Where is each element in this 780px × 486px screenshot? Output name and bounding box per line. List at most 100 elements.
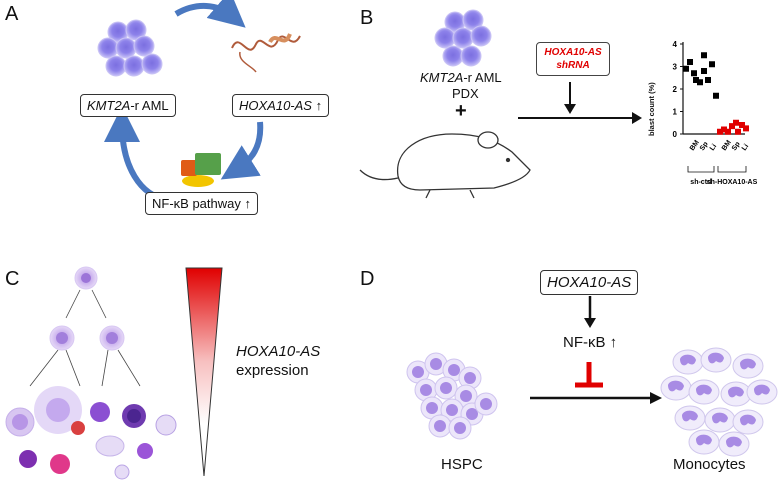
expression-gradient-wedge — [185, 267, 223, 477]
up-arrow-icon: ↑ — [315, 98, 323, 113]
monocyte-nucleus — [696, 434, 712, 446]
data-point — [721, 126, 727, 133]
up-arrow-icon: ↑ — [244, 196, 252, 211]
data-point — [701, 52, 707, 59]
data-point — [729, 123, 735, 130]
shrna-box: HOXA10-AS shRNA — [536, 42, 610, 76]
pdx-aml-suffix: -r AML — [463, 70, 502, 85]
arrow-hoxa-to-nfkb — [220, 121, 264, 180]
hspc-nucleus — [460, 390, 472, 402]
hspc-nucleus — [454, 422, 466, 434]
hspc-nucleus — [434, 420, 446, 432]
nfkb-complex-icon — [181, 153, 221, 187]
nfkb-label-d: NF-κB ↑ — [563, 334, 617, 351]
panel-a-label: A — [5, 3, 19, 25]
monocyte-nucleus — [728, 386, 744, 398]
aml-box: KMT2A-r AML — [80, 94, 176, 117]
hspc-nucleus — [426, 402, 438, 414]
panel-d-label: D — [360, 268, 375, 290]
hspc-nucleus — [420, 384, 432, 396]
x-tick-label: Sp — [699, 141, 710, 152]
monocyte-nucleus — [708, 352, 724, 364]
data-point — [705, 77, 711, 83]
hspc-nucleus — [448, 364, 460, 376]
nfkb-box-label: NF-κB pathway — [152, 196, 241, 211]
nfkb-box: NF-κB pathway ↑ — [145, 192, 258, 215]
up-arrow-icon: ↑ — [609, 334, 618, 351]
y-tick-label: 1 — [673, 108, 678, 117]
monocyte-cluster — [660, 347, 778, 457]
data-point — [743, 125, 749, 132]
monocyte-nucleus — [740, 414, 756, 426]
panel-a-graphics — [97, 0, 301, 203]
monocyte-nucleus — [712, 412, 728, 424]
panel-b-label: B — [360, 7, 374, 29]
data-point — [709, 61, 715, 68]
data-point — [735, 128, 741, 135]
y-tick-label: 3 — [673, 63, 678, 72]
monocyte-nucleus — [696, 384, 712, 396]
group-label: sh-HOXA10-AS — [707, 179, 758, 186]
hspc-nucleus — [464, 372, 476, 384]
data-point — [739, 122, 745, 128]
aml-box-gene: KMT2A — [87, 98, 131, 113]
data-point — [691, 70, 697, 77]
pdx-cell-cluster — [434, 9, 492, 67]
data-point — [683, 65, 689, 72]
monocyte-nucleus — [740, 358, 756, 370]
group-bracket — [717, 166, 747, 173]
x-tick-label: Li — [709, 143, 718, 152]
monocyte-nucleus — [668, 380, 684, 392]
hspc-label: HSPC — [441, 456, 483, 473]
data-point — [713, 92, 719, 99]
hspc-nucleus — [466, 408, 478, 420]
aml-box-suffix: -r AML — [130, 98, 169, 113]
panel-c-label: C — [5, 268, 20, 290]
monocyte-nucleus — [680, 354, 696, 366]
hspc-nucleus — [412, 366, 424, 378]
mouse-icon — [359, 131, 531, 199]
y-tick-label: 2 — [673, 85, 678, 94]
expression-word-label: expression — [236, 362, 309, 379]
hoxa-box-d: HOXA10-AS — [540, 270, 639, 295]
hspc-cluster — [406, 352, 498, 440]
panel-b-graphics — [359, 9, 642, 199]
hoxa-box-label: HOXA10-AS — [239, 98, 312, 113]
monocytes-label: Monocytes — [673, 456, 746, 473]
pdx-aml-gene: KMT2A — [420, 70, 464, 85]
shrna-line1: HOXA10-AS — [544, 47, 602, 58]
hspc-nucleus — [440, 382, 452, 394]
monocyte-nucleus — [682, 410, 698, 422]
hspc-nucleus — [430, 358, 442, 370]
shrna-line2: shRNA — [556, 60, 590, 71]
data-point — [693, 77, 699, 83]
data-point — [733, 119, 739, 126]
data-point — [687, 59, 693, 65]
data-point — [701, 68, 707, 74]
x-tick-label: Li — [741, 143, 750, 152]
monocyte-nucleus — [726, 436, 742, 448]
pdx-aml-label: KMT2A-r AML — [420, 70, 502, 85]
hspc-nucleus — [446, 404, 458, 416]
data-point — [697, 79, 703, 86]
monocyte-nucleus — [754, 384, 770, 396]
data-point — [717, 128, 723, 135]
hematopoietic-cells — [5, 266, 177, 480]
group-label: sh-ctrl — [690, 179, 711, 186]
nfkb-text: NF-κB — [563, 334, 606, 351]
rna-strand-icon — [231, 33, 301, 73]
expression-gene-label: HOXA10-AS — [236, 343, 321, 360]
y-tick-label: 4 — [673, 40, 678, 49]
data-point — [725, 128, 731, 135]
arrow-aml-to-hoxa — [174, 0, 246, 28]
group-bracket — [687, 166, 715, 173]
x-tick-label: Sp — [731, 141, 742, 152]
aml-cell-cluster — [97, 19, 163, 77]
y-tick-label: 0 — [673, 130, 678, 139]
hoxa-box: HOXA10-AS ↑ — [232, 94, 330, 117]
plus-sign: + — [455, 100, 467, 122]
hspc-nucleus — [480, 398, 492, 410]
